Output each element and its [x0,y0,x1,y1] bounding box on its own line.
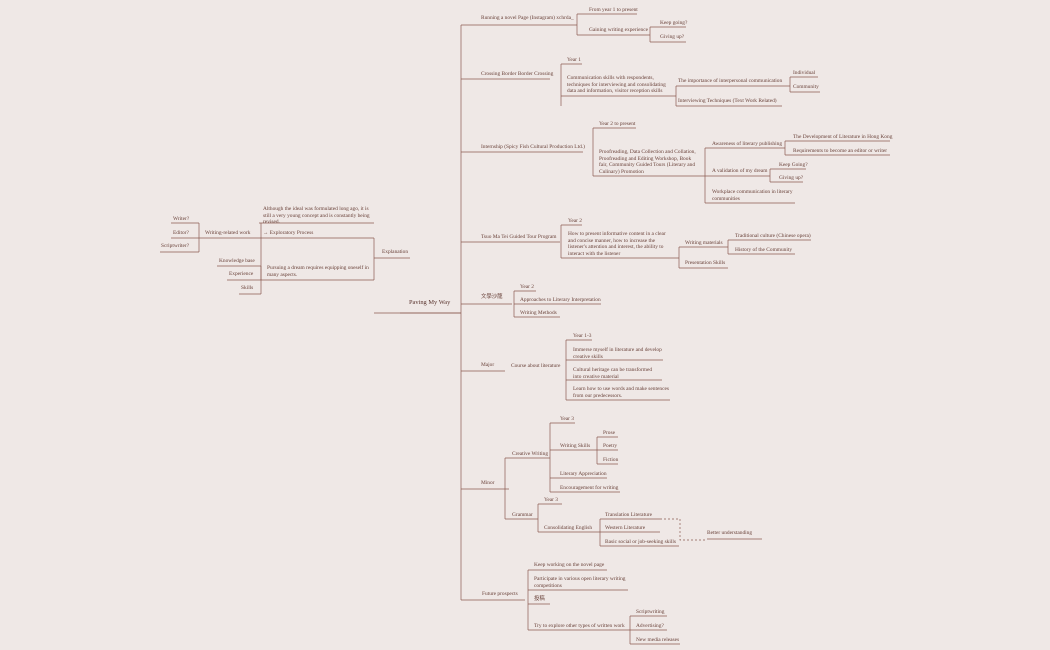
node-present-content[interactable]: How to present informative content in a … [568,231,666,257]
branch-explanation[interactable]: Explanation [382,249,409,255]
node-poetry[interactable]: Poetry [603,443,618,449]
node-validation-dream[interactable]: A validation of my dream [712,168,768,174]
node-exploratory-process[interactable]: → Exploratory Process [263,230,314,236]
branch-major[interactable]: Major [481,362,495,368]
node-advertising[interactable]: Advertising? [636,623,664,629]
branch-literary-salon[interactable]: 文學沙龍 [481,294,503,300]
node-cultural-heritage[interactable]: Cultural heritage can be transformed int… [573,367,653,380]
node-gaining-experience[interactable]: Gaining writing experience [589,27,648,33]
branch-internship[interactable]: Internship (Spicy Fish Cultural Producti… [481,144,585,150]
node-communication-skills[interactable]: Communication skills with respondents, t… [567,75,666,95]
node-development-literature[interactable]: The Development of Literature in Hong Ko… [793,134,893,140]
node-workplace-communication[interactable]: Workplace communication in literary comm… [712,189,793,202]
node-translation-literature[interactable]: Translation Literature [605,512,652,518]
node-scriptwriter[interactable]: Scriptwriter? [161,243,190,249]
node-year2-present[interactable]: Year 2 to present [599,121,636,127]
branch-crossing-border[interactable]: Crossing Border Border Crossing [481,71,554,77]
node-history-community[interactable]: History of the Community [735,247,793,253]
node-consolidating-english[interactable]: Consolidating English [544,525,593,531]
node-competitions[interactable]: Participate in various open literary wri… [534,576,626,589]
node-knowledge-base[interactable]: Knowledge base [219,258,255,264]
node-writing-methods[interactable]: Writing Methods [520,310,557,316]
node-course-literature[interactable]: Course about literature [511,363,561,369]
node-individual[interactable]: Individual [793,70,816,76]
node-editor[interactable]: Editor? [173,230,189,236]
node-approaches[interactable]: Approaches to Literary Interpretation [520,297,601,303]
node-giving-up-2[interactable]: Giving up? [779,175,804,181]
node-year3-grammar[interactable]: Year 3 [544,497,558,503]
node-year1-present[interactable]: From year 1 to present [589,7,638,13]
node-year1[interactable]: Year 1 [567,57,581,63]
node-basic-social[interactable]: Basic social or job-seeking skills [605,539,676,545]
node-western-literature[interactable]: Western Literature [605,525,646,531]
node-keep-novel[interactable]: Keep working on the novel page [534,562,605,568]
node-giving-up[interactable]: Giving up? [660,34,685,40]
node-year1-3[interactable]: Year 1-3 [573,333,592,339]
node-better-understanding[interactable]: Better understanding [707,530,753,536]
node-scriptwriting[interactable]: Scriptwriting [636,609,665,615]
branch-guided-tour[interactable]: Tsuo Ma Tei Guided Tour Program [481,234,557,240]
node-grammar[interactable]: Grammar [512,512,533,518]
node-learn-words[interactable]: Learn how to use words and make sentence… [573,386,669,399]
node-proofreading[interactable]: Proofreading, Data Collection and Collat… [599,149,696,175]
node-fiction[interactable]: Fiction [603,457,619,463]
node-community[interactable]: Community [793,84,819,90]
node-traditional-culture[interactable]: Traditional culture (Chinese opera) [735,233,811,239]
node-writing-related[interactable]: Writing-related work [205,230,251,236]
node-submission[interactable]: 投稿 [534,596,545,602]
node-keep-going-2[interactable]: Keep Going? [779,162,808,168]
branch-future-prospects[interactable]: Future prospects [482,591,518,597]
node-writing-materials[interactable]: Writing materials [685,240,723,246]
node-ideal-formulated[interactable]: Although the ideal was formulated long a… [263,206,370,226]
root-node[interactable]: Paving My Way [409,299,451,306]
node-writing-skills[interactable]: Writing Skills [560,443,591,449]
node-immerse[interactable]: Immerse myself in literature and develop… [573,347,662,360]
node-interviewing[interactable]: Interviewing Techniques (Text Work Relat… [678,98,777,104]
node-creative-writing[interactable]: Creative Writing [512,451,549,457]
node-prose[interactable]: Prose [603,430,615,436]
node-year2[interactable]: Year 2 [568,218,582,224]
node-explore-written-work[interactable]: Try to explore other types of written wo… [534,623,625,629]
node-new-media[interactable]: New media releases [636,637,680,643]
node-pursuing-dream[interactable]: Pursuing a dream requires equipping ones… [267,265,369,278]
node-requirements-editor[interactable]: Requirements to become an editor or writ… [793,148,888,154]
branch-novel-page[interactable]: Running a novel Page (Instagram) xchrda_ [481,15,574,21]
node-presentation-skills[interactable]: Presentation Skills [685,260,726,266]
node-year3-cw[interactable]: Year 3 [560,416,574,422]
node-interpersonal[interactable]: The importance of interpersonal communic… [678,78,783,84]
node-literary-appreciation[interactable]: Literary Appreciation [560,471,607,477]
node-experience[interactable]: Experience [229,271,254,277]
node-encouragement[interactable]: Encouragement for writing [560,485,619,491]
branch-minor[interactable]: Minor [481,480,495,486]
node-awareness-publishing[interactable]: Awareness of literary publishing [712,141,783,147]
node-keep-going[interactable]: Keep going? [660,20,688,26]
node-writer[interactable]: Writer? [173,216,190,222]
node-skills[interactable]: Skills [241,285,254,291]
node-year2-salon[interactable]: Year 2 [520,284,534,290]
